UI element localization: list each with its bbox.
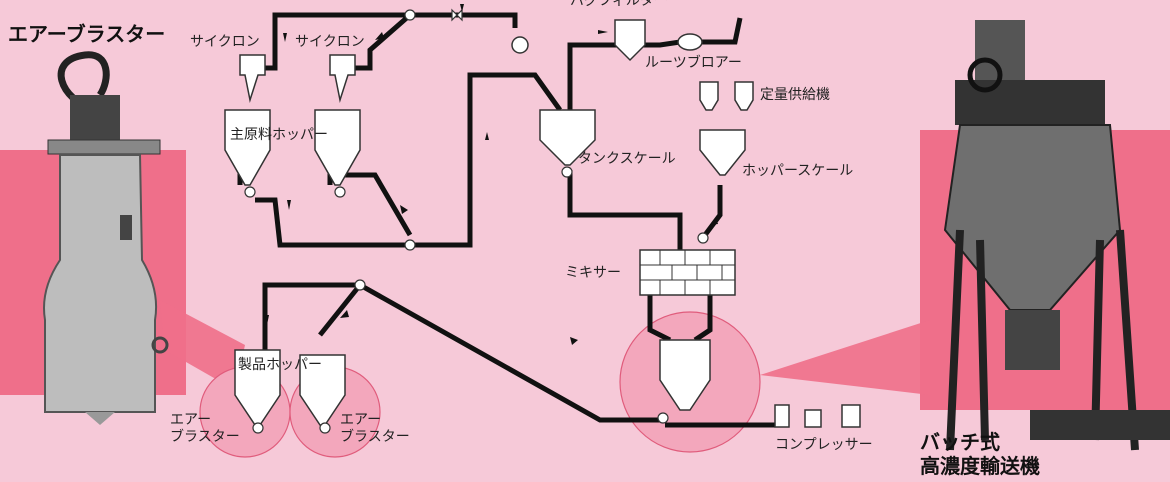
air-blaster-label-2: エアー ブラスター (340, 412, 410, 445)
product-hopper-label: 製品ホッパー (238, 357, 322, 373)
roots-blower-label: ルーツブロアー (645, 55, 742, 71)
cyclone-icon (239, 54, 356, 103)
bag-filter-icon (614, 19, 646, 62)
hopper-icon (224, 81, 754, 426)
batch-transporter-photo (943, 20, 1170, 451)
cyclone-label-1: サイクロン (190, 34, 260, 50)
left-pointer (160, 300, 245, 390)
mixer-label: ミキサー (565, 265, 621, 281)
bag-filter-label: バグフィルター (570, 0, 668, 9)
valve-icon (244, 8, 709, 434)
hopper-scale-label: ホッパースケール (742, 163, 854, 179)
right-pointer (760, 320, 930, 395)
mixer (639, 249, 736, 296)
arrow-icon (265, 4, 718, 345)
main-hopper-label: 主原料ホッパー (230, 127, 328, 143)
compressor-icon (774, 404, 861, 428)
air-blaster-title: エアーブラスター (8, 22, 166, 46)
batch-title-line2: 高濃度輸送機 (920, 454, 1040, 478)
blower-icon (511, 33, 703, 54)
air-blaster-label-1: エアー ブラスター (170, 412, 240, 445)
compressor-label: コンプレッサー (775, 437, 873, 453)
batch-title-line1: バッチ式 (920, 430, 1000, 454)
tank-scale-label: タンクスケール (578, 151, 676, 167)
cyclone-label-2: サイクロン (295, 34, 365, 50)
feeder-label: 定量供給機 (760, 87, 830, 103)
air-blaster-photo (43, 51, 169, 425)
